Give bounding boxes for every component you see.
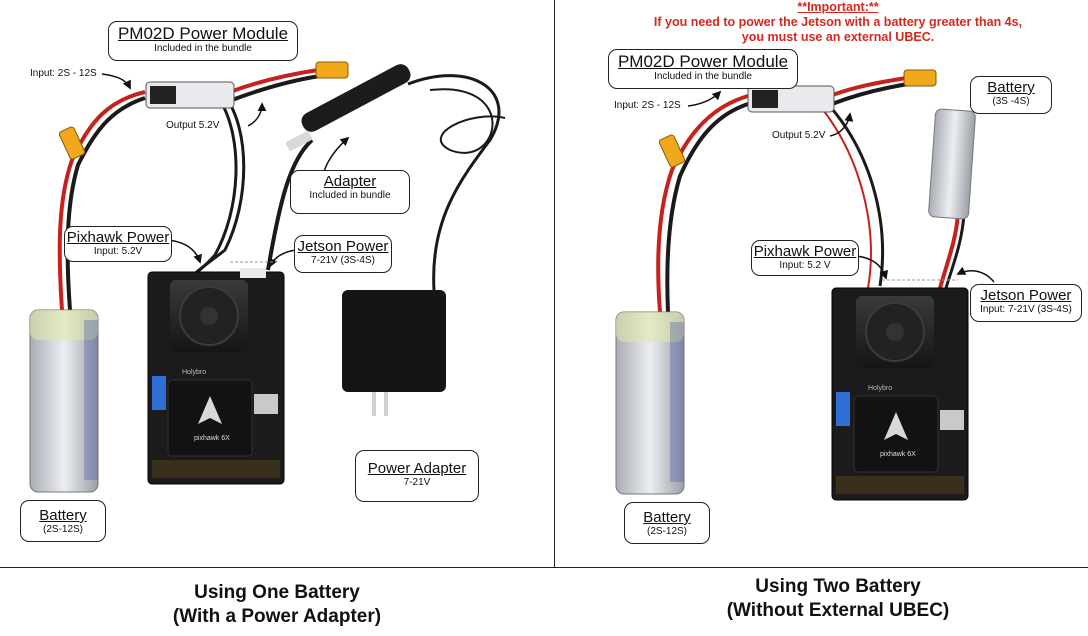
- panel-divider-vertical: [554, 0, 555, 567]
- right-jetson-sub: Input: 7-21V (3S-4S): [980, 303, 1072, 315]
- battery-top-right: [928, 108, 976, 220]
- board-label-right: pixhawk 6X: [880, 451, 916, 458]
- board-brand-right: Holybro: [868, 385, 892, 392]
- wire-black-battery-left: [65, 96, 146, 311]
- arrow-jetson-left: [269, 249, 297, 268]
- wire-red-module-to-xt60-right: [829, 76, 907, 98]
- right-module-callout: PM02D Power Module Included in the bundl…: [608, 49, 798, 89]
- arrow-jetson-right: [956, 266, 995, 283]
- arrow-pixhawk-left: [167, 239, 202, 264]
- left-module-callout: PM02D Power Module Included in the bundl…: [108, 21, 298, 61]
- power-adapter-sub: 7-21V: [403, 476, 431, 488]
- xt60-connector-top: [315, 61, 349, 79]
- wire-black-battery-right: [665, 102, 749, 313]
- left-jetson-sub: 7-21V (3S-4S): [311, 254, 375, 266]
- important-line2: you must use an external UBEC.: [741, 30, 935, 44]
- power-module-chip-right: [752, 90, 778, 108]
- right-panel: Holybro pixhawk 6X: [615, 69, 995, 501]
- left-pixhawk-title: Pixhawk Power: [66, 229, 170, 246]
- adapter-sub: Included in bundle: [309, 189, 391, 201]
- right-caption-line2: (Without External UBEC): [726, 600, 950, 621]
- left-input-label: Input: 2S - 12S: [30, 68, 97, 79]
- power-adapter-callout: Power Adapter 7-21V: [355, 450, 479, 502]
- xt60-connector-top-right: [903, 69, 937, 87]
- xt60-connector-battery: [58, 126, 86, 160]
- right-module-sub: Included in the bundle: [654, 70, 752, 82]
- arrow-pixhawk-right: [855, 255, 888, 280]
- adapter-title: Adapter: [323, 173, 377, 190]
- left-module-title: PM02D Power Module: [117, 24, 289, 43]
- right-output-label: Output 5.2V: [772, 130, 826, 141]
- important-head: **Important:**: [797, 0, 879, 14]
- right-input-label: Input: 2S - 12S: [614, 100, 681, 111]
- wire-output-to-board-2: [185, 99, 238, 282]
- right-caption-line1: Using Two Battery: [755, 576, 921, 597]
- battery-left: [29, 309, 99, 493]
- wire-output-to-board-right-2: [819, 105, 872, 289]
- wire-black-module-to-xt60: [231, 74, 321, 102]
- left-panel: Holybro pixhawk 6X: [29, 61, 506, 493]
- arrow-input-right: [687, 90, 722, 107]
- right-battery-title: Battery: [643, 509, 691, 526]
- wire-battery-top-to-jetson-black: [944, 213, 966, 289]
- adapter-plug: [285, 131, 313, 151]
- left-jetson-title: Jetson Power: [297, 238, 389, 255]
- right-jetson-callout: Jetson Power Input: 7-21V (3S-4S): [970, 284, 1082, 322]
- arrow-output-right: [829, 112, 854, 137]
- adapter-barrel: [301, 64, 411, 132]
- power-adapter-brick: [342, 290, 446, 416]
- left-jetson-callout: Jetson Power 7-21V (3S-4S): [294, 235, 392, 273]
- battery-right: [615, 311, 685, 495]
- right-battery-sub: (2S-12S): [646, 525, 687, 537]
- left-caption-line2: (With a Power Adapter): [172, 606, 382, 627]
- left-battery-sub: (2S-12S): [42, 523, 83, 535]
- right-pixhawk-title: Pixhawk Power: [753, 243, 857, 260]
- wire-output-to-board-right: [824, 100, 884, 287]
- right-module-title: PM02D Power Module: [617, 52, 789, 71]
- wire-adapter-to-jetson: [266, 138, 314, 271]
- left-caption-line1: Using One Battery: [194, 582, 360, 603]
- right-battery-top-callout: Battery (3S -4S): [970, 76, 1052, 114]
- wire-red-module-to-xt60: [229, 68, 319, 94]
- right-jetson-title: Jetson Power: [980, 287, 1072, 304]
- right-battery-top-sub: (3S -4S): [992, 95, 1030, 107]
- xt60-connector-battery-right: [658, 134, 686, 168]
- right-caption: Using Two Battery (Without External UBEC…: [588, 575, 1088, 623]
- left-caption: Using One Battery (With a Power Adapter): [0, 581, 554, 629]
- board-brand-left: Holybro: [182, 369, 206, 376]
- arrow-output-left: [247, 102, 267, 127]
- right-battery-callout: Battery (2S-12S): [624, 502, 710, 544]
- wire-adapter-cable: [407, 74, 501, 291]
- left-module-sub: Included in the bundle: [154, 42, 252, 54]
- left-pixhawk-sub: Input: 5.2V: [93, 245, 143, 257]
- left-pixhawk-callout: Pixhawk Power Input: 5.2V: [64, 226, 172, 262]
- wire-adapter-coil: [429, 88, 506, 154]
- arrow-input-left: [101, 73, 131, 90]
- left-output-label: Output 5.2V: [166, 120, 220, 131]
- adapter-callout: Adapter Included in bundle: [290, 170, 410, 214]
- pixhawk-jetson-board-right: Holybro pixhawk 6X: [831, 287, 969, 501]
- right-pixhawk-sub: Input: 5.2 V: [779, 259, 831, 271]
- board-label-left: pixhawk 6X: [194, 435, 230, 442]
- right-battery-top-title: Battery: [987, 79, 1035, 96]
- left-battery-title: Battery: [39, 507, 87, 524]
- caption-divider-horizontal: [0, 567, 1088, 568]
- wire-red-battery-left: [57, 90, 146, 311]
- important-note: **Important:** If you need to power the …: [588, 0, 1088, 45]
- power-module-chip: [150, 86, 176, 104]
- power-adapter-title: Power Adapter: [367, 460, 467, 477]
- pixhawk-jetson-board-left: Holybro pixhawk 6X: [147, 268, 285, 485]
- wire-red-battery-right: [656, 94, 749, 313]
- right-pixhawk-callout: Pixhawk Power Input: 5.2 V: [751, 240, 859, 276]
- wire-black-module-to-xt60-right: [831, 82, 909, 106]
- important-line1: If you need to power the Jetson with a b…: [653, 15, 1023, 29]
- left-battery-callout: Battery (2S-12S): [20, 500, 106, 542]
